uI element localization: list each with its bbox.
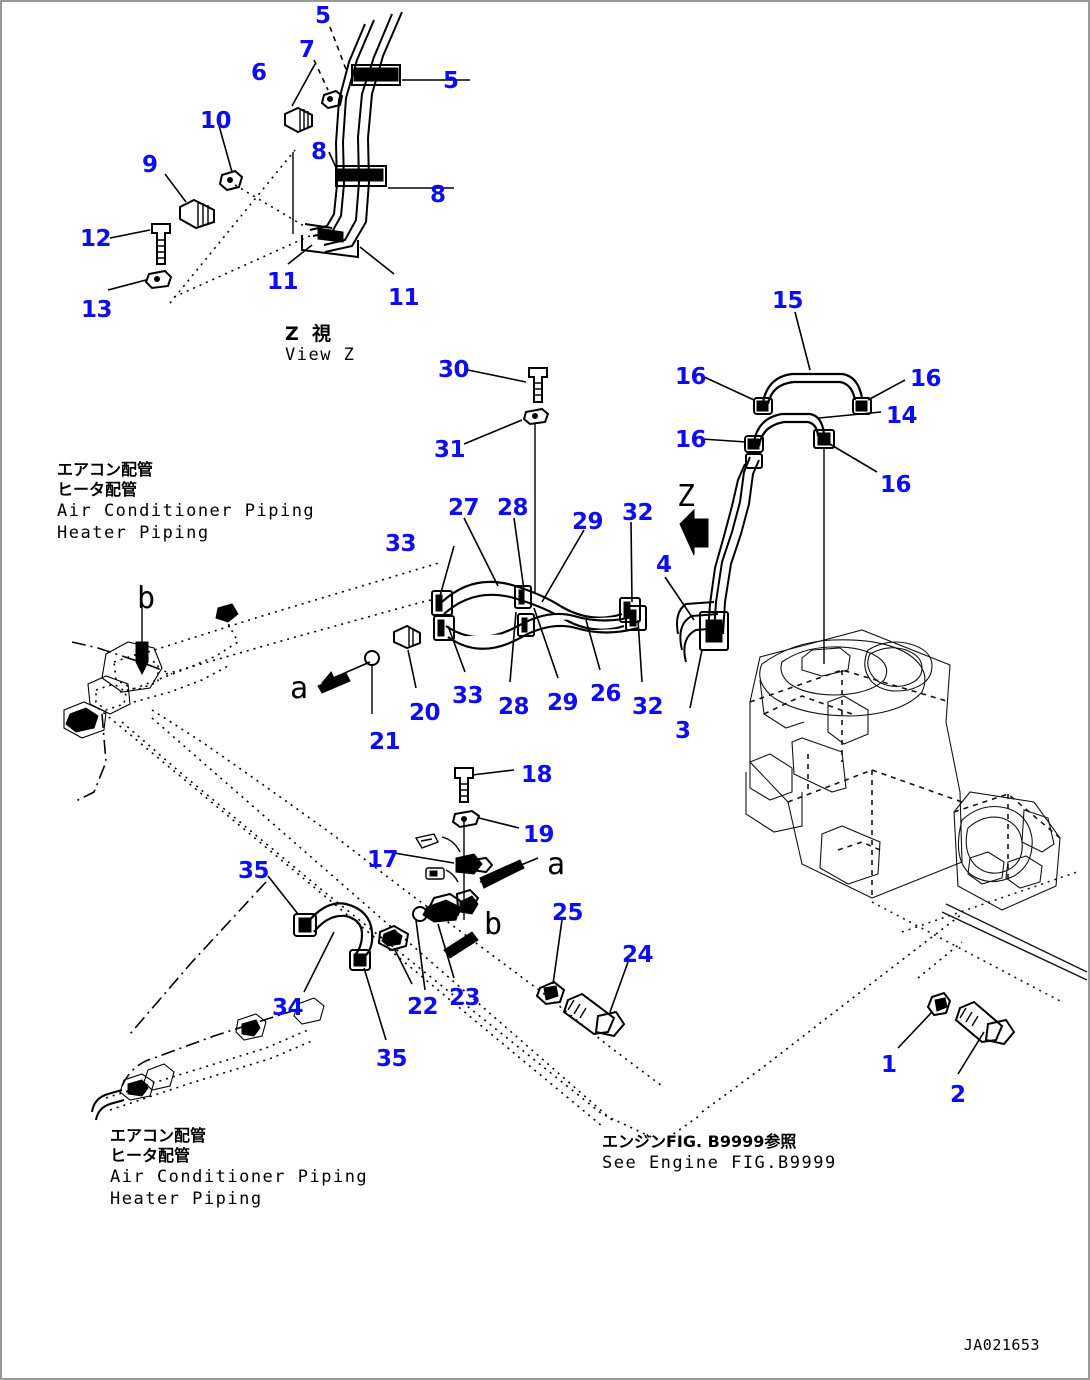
callout-15: 15: [772, 288, 804, 314]
hose-assembly-34-35: [91, 875, 387, 1121]
note-line: Air Conditioner Piping: [57, 501, 316, 521]
view-z-assembly: [169, 11, 403, 304]
view-z-en: View Z: [285, 345, 356, 365]
callout-29: 29: [547, 690, 579, 716]
callout-25: 25: [552, 900, 584, 926]
callout-11: 11: [388, 285, 420, 311]
callout-6: 6: [251, 60, 267, 86]
marker-section-a-lower: a: [547, 847, 566, 882]
callout-29: 29: [572, 509, 604, 535]
callout-35: 35: [376, 1046, 408, 1072]
hose-assembly-26-33: [317, 517, 647, 714]
callout-8: 8: [430, 182, 446, 208]
callout-16: 16: [675, 427, 707, 453]
callout-20: 20: [409, 700, 441, 726]
ac-piping-left-detail: [63, 561, 963, 1143]
marker-section-b-lower: b: [484, 907, 503, 942]
callout-16: 16: [910, 366, 942, 392]
callout-4: 4: [656, 552, 672, 578]
callout-13: 13: [81, 297, 113, 323]
callout-27: 27: [448, 495, 480, 521]
view-z-fasteners: [144, 89, 344, 290]
callout-10: 10: [200, 108, 232, 134]
callout-28: 28: [498, 694, 530, 720]
fitting-assembly-17-25: [377, 767, 629, 1038]
callout-35: 35: [238, 858, 270, 884]
note-line: ヒータ配管: [57, 480, 138, 499]
note-line: Heater Piping: [57, 523, 210, 543]
engine-assembly: [745, 629, 1088, 1003]
note-line: ヒータ配管: [110, 1146, 191, 1165]
callout-16: 16: [880, 472, 912, 498]
callout-12: 12: [80, 226, 112, 252]
callout-22: 22: [407, 994, 439, 1020]
marker-section-a-upper: a: [290, 671, 309, 706]
callout-16: 16: [675, 364, 707, 390]
callout-23: 23: [449, 985, 481, 1011]
note-line: Heater Piping: [110, 1189, 263, 1209]
marker-view-z-arrow-letter: Z: [677, 479, 696, 514]
callout-31: 31: [434, 437, 466, 463]
callout-33: 33: [385, 531, 417, 557]
callout-5: 5: [443, 68, 459, 94]
view-z-jp: Z 視: [285, 323, 332, 345]
callout-32: 32: [622, 500, 654, 526]
hose-assembly-14-16: [701, 311, 906, 664]
callout-8: 8: [311, 139, 327, 165]
callout-11: 11: [267, 269, 299, 295]
callout-17: 17: [367, 847, 399, 873]
callout-19: 19: [523, 822, 555, 848]
callout-14: 14: [886, 403, 918, 429]
sheet-code: JA021653: [963, 1336, 1040, 1354]
callout-21: 21: [369, 729, 401, 755]
note-engine-reference: エンジンFIG. B9999参照 See Engine FIG.B9999: [602, 1132, 837, 1174]
fasteners-1-2: [897, 991, 1016, 1075]
pipe-3-4: [664, 453, 763, 709]
callout-18: 18: [521, 762, 553, 788]
note-line: See Engine FIG.B9999: [602, 1153, 837, 1173]
note-line: エンジンFIG. B9999参照: [602, 1132, 797, 1151]
callout-2: 2: [950, 1082, 966, 1108]
view-z-leaders: [107, 26, 470, 291]
note-line: エアコン配管: [57, 460, 154, 479]
note-line: エアコン配管: [110, 1126, 207, 1145]
marker-section-b-upper: b: [137, 581, 156, 616]
callout-5: 5: [315, 3, 331, 29]
callout-1: 1: [881, 1052, 897, 1078]
callout-24: 24: [622, 942, 654, 968]
callout-32: 32: [632, 694, 664, 720]
note-line: Air Conditioner Piping: [110, 1167, 369, 1187]
callout-9: 9: [142, 152, 158, 178]
callout-34: 34: [272, 995, 304, 1021]
callout-33: 33: [452, 683, 484, 709]
bolt-30-31: [463, 367, 550, 592]
callout-30: 30: [438, 357, 470, 383]
callout-28: 28: [497, 495, 529, 521]
callout-3: 3: [675, 718, 691, 744]
callout-26: 26: [590, 681, 622, 707]
callout-7: 7: [299, 37, 315, 63]
